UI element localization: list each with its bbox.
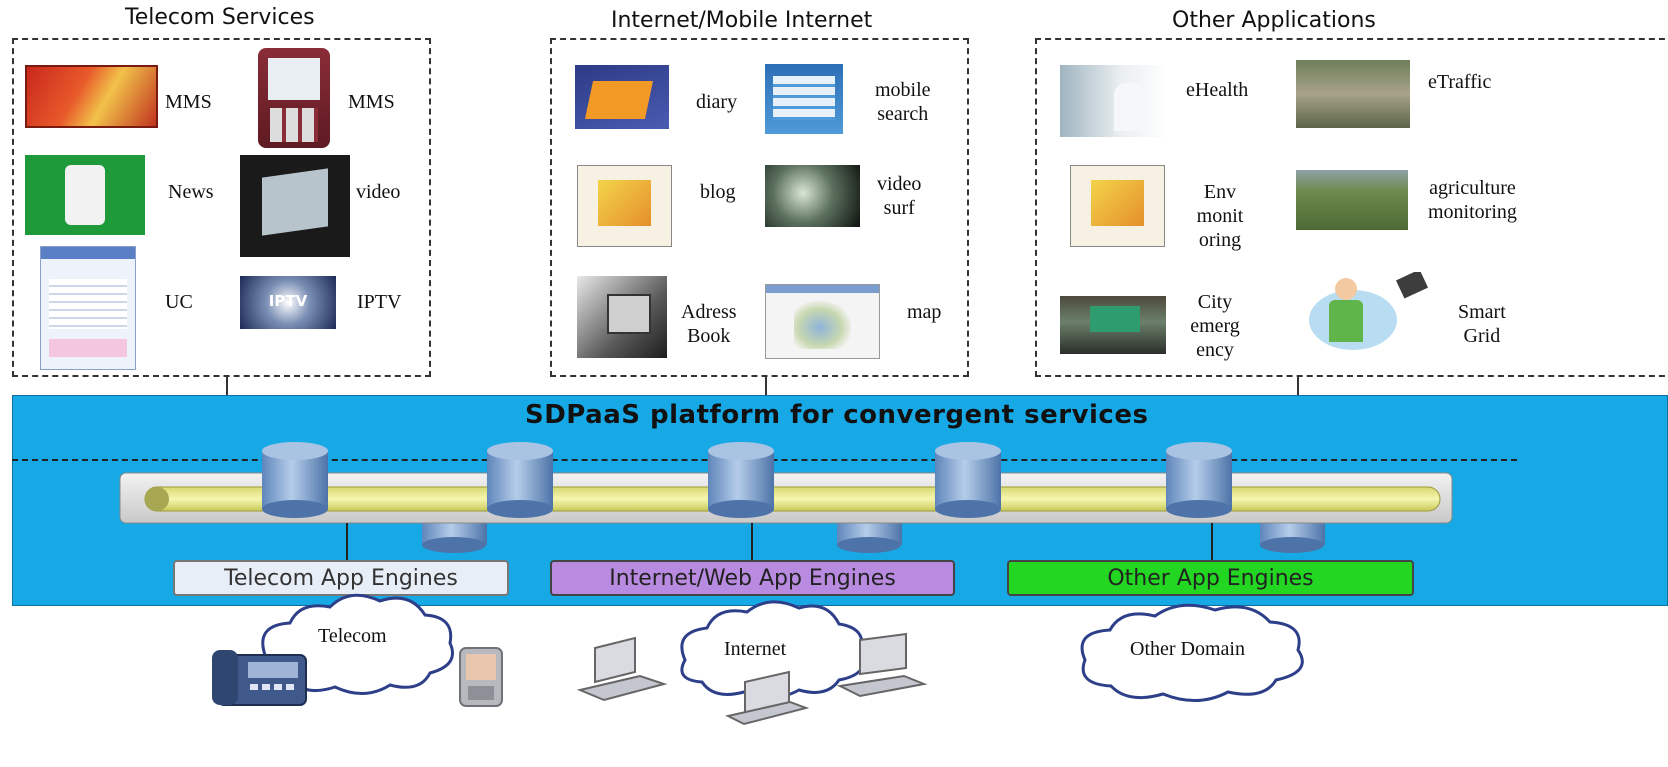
internet-item-label: mobile search	[875, 79, 931, 125]
etraffic-image	[1296, 60, 1410, 128]
internet-item-label: Adress Book	[681, 301, 737, 347]
internet-item-label: map	[907, 301, 942, 323]
video-surf-image	[765, 165, 860, 227]
blog-image	[577, 165, 672, 247]
diary-image	[575, 65, 669, 129]
smart-grid-image	[1305, 272, 1435, 360]
other-applications-box	[1035, 38, 1668, 377]
iptv-text: IPTV	[268, 292, 308, 310]
mms-phone-image	[258, 48, 330, 148]
cylinder-upper-3	[708, 442, 774, 518]
computer-icon-right	[836, 632, 928, 698]
internet-web-app-engines: Internet/Web App Engines	[550, 560, 955, 596]
computer-icon-center	[725, 670, 810, 726]
mobile-search-image	[765, 64, 843, 134]
telephone-icon	[212, 650, 307, 706]
iptv-image: IPTV	[240, 276, 336, 329]
cylinder-upper-4	[935, 442, 1001, 518]
internet-item-label: video surf	[877, 173, 922, 219]
other-domain-cloud	[1080, 603, 1304, 703]
platform-title: SDPaaS platform for convergent services	[525, 400, 1149, 430]
internet-item-label: blog	[700, 181, 736, 203]
upper-cylinders	[262, 442, 1232, 518]
telecom-item-label: News	[168, 181, 214, 203]
other-applications-title: Other Applications	[1172, 8, 1376, 33]
telecom-item-label: UC	[165, 291, 193, 313]
other-item-label: Env monit oring	[1196, 181, 1244, 251]
other-item-label: eHealth	[1186, 79, 1249, 101]
other-app-engines: Other App Engines	[1007, 560, 1414, 596]
map-image	[765, 284, 880, 359]
computer-icon-left	[576, 636, 668, 702]
telecom-app-engines: Telecom App Engines	[173, 560, 509, 596]
video-phone-image	[240, 155, 350, 257]
other-item-label: agriculture monitoring	[1428, 177, 1517, 223]
telecom-item-label: MMS	[165, 91, 212, 113]
mms-card-image	[25, 65, 158, 128]
telecom-cloud	[261, 593, 454, 695]
internet-services-box	[550, 38, 969, 377]
internet-domain-label: Internet	[724, 638, 787, 660]
other-item-label: eTraffic	[1428, 71, 1492, 93]
address-book-image	[577, 276, 667, 358]
agriculture-image	[1296, 170, 1408, 230]
telecom-item-label: video	[356, 181, 401, 203]
news-phone-image	[25, 155, 145, 235]
city-emergency-image	[1060, 296, 1166, 354]
other-domain-label: Other Domain	[1130, 638, 1245, 660]
telecom-services-title: Telecom Services	[125, 5, 315, 30]
telecom-item-label: IPTV	[357, 291, 402, 313]
telecom-domain-label: Telecom	[318, 625, 387, 647]
internet-item-label: diary	[696, 91, 738, 113]
other-item-label: City emerg ency	[1190, 291, 1240, 361]
other-connector	[1297, 377, 1299, 395]
ehealth-image	[1060, 65, 1168, 137]
telecom-services-box	[12, 38, 431, 377]
telecom-connector	[226, 377, 228, 395]
cylinder-upper-2	[487, 442, 553, 518]
env-monitoring-image	[1070, 165, 1165, 247]
uc-window-image	[40, 246, 136, 370]
cylinder-upper-5	[1166, 442, 1232, 518]
cylinder-upper-1	[262, 442, 328, 518]
telecom-item-label: MMS	[348, 91, 395, 113]
mobile-phone-icon	[459, 647, 503, 707]
internet-connector	[765, 377, 767, 395]
other-item-label: Smart Grid	[1458, 301, 1506, 347]
internet-mobile-title: Internet/Mobile Internet	[611, 8, 873, 33]
